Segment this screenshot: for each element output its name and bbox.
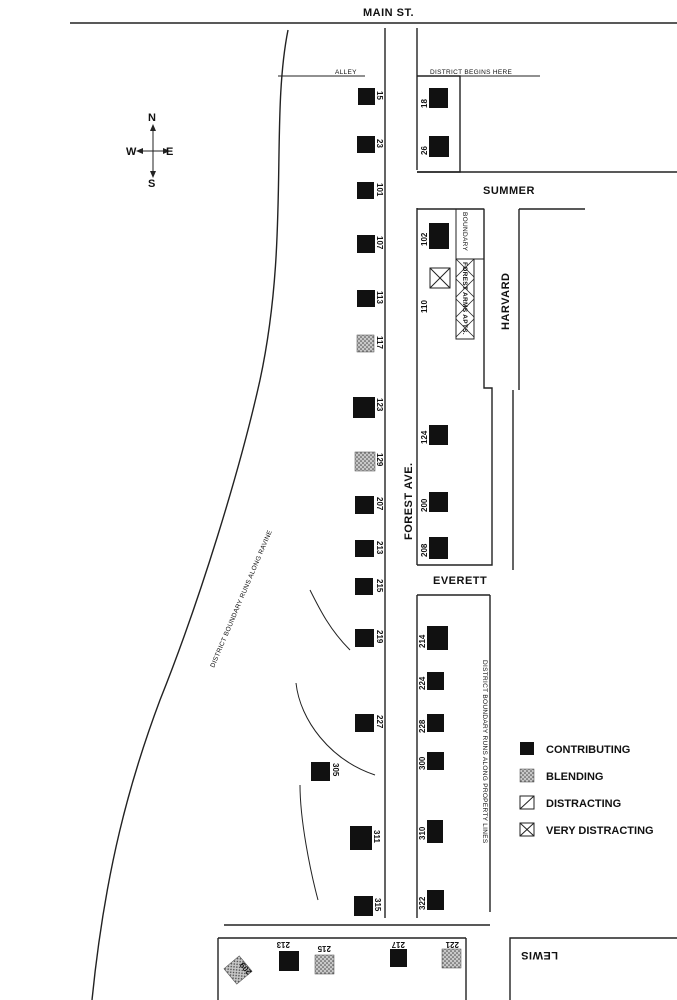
building-number: 26	[420, 146, 429, 155]
building-207	[355, 496, 374, 514]
building-number: 221	[445, 940, 459, 949]
summer-label: SUMMER	[483, 185, 535, 197]
ravine-curve-2	[295, 682, 376, 776]
building-number: 15	[375, 91, 384, 100]
building-124	[429, 425, 448, 445]
building-18	[429, 88, 448, 108]
building-219	[355, 629, 374, 647]
compass-w: W	[126, 146, 137, 158]
building-number: 215	[375, 579, 384, 593]
ravine-boundary	[91, 29, 289, 1000]
building-208	[429, 537, 448, 559]
legend: CONTRIBUTING BLENDING DISTRACTING VERY D…	[519, 742, 654, 837]
building-number: 23	[375, 139, 384, 148]
building-209	[223, 955, 253, 985]
building-number: 228	[418, 719, 427, 733]
legend-blending-swatch	[519, 768, 535, 783]
block-east-mid-outline	[417, 209, 493, 566]
building-213	[355, 540, 374, 557]
building-number: 110	[420, 300, 429, 313]
ravine-curve-1	[309, 589, 351, 651]
building-number: 224	[418, 676, 427, 690]
building-lewis-213	[279, 951, 299, 971]
building-311	[350, 826, 372, 850]
legend-distracting-label: DISTRACTING	[546, 798, 621, 810]
building-number: 208	[420, 543, 429, 557]
building-23	[357, 136, 375, 153]
building-227	[355, 714, 374, 732]
boundary-strip	[455, 208, 485, 260]
building-lewis-217	[390, 949, 407, 967]
building-228	[427, 714, 444, 732]
building-number: 217	[391, 940, 405, 949]
building-number: 18	[420, 99, 429, 108]
compass-s: S	[148, 178, 156, 190]
compass-e: E	[166, 146, 174, 158]
building-number: 129	[375, 453, 384, 467]
building-number: 200	[420, 498, 429, 512]
building-117	[356, 334, 375, 353]
building-26	[429, 136, 449, 157]
building-107	[357, 235, 375, 253]
building-number: 101	[375, 183, 384, 197]
building-315	[354, 896, 373, 916]
building-305	[311, 762, 330, 781]
harvard-label: HARVARD	[500, 273, 512, 331]
building-113	[357, 290, 375, 307]
ravine-label: DISTRICT BOUNDARY RUNS ALONG RAVINE	[209, 529, 274, 669]
building-number: 113	[375, 291, 384, 304]
building-number: 322	[418, 896, 427, 910]
legend-contributing-swatch	[520, 742, 534, 755]
building-300	[427, 752, 444, 770]
building-number: 123	[375, 398, 384, 412]
building-214	[427, 626, 448, 650]
building-number: 214	[418, 634, 427, 648]
building-101	[357, 182, 374, 199]
building-number: 213	[276, 940, 290, 949]
building-215	[355, 578, 373, 595]
building-number: 310	[418, 826, 427, 840]
boundary-label: BOUNDARY	[461, 212, 468, 251]
building-number: 117	[375, 336, 384, 349]
building-123	[353, 397, 375, 418]
everett-label: EVERETT	[433, 575, 487, 587]
building-number: 213	[375, 541, 384, 555]
building-number: 305	[331, 763, 340, 777]
building-number: 300	[418, 756, 427, 770]
building-102	[429, 223, 449, 249]
building-number: 219	[375, 630, 384, 644]
forest-ave-label: FOREST AVE.	[403, 462, 415, 540]
building-322	[427, 890, 444, 910]
building-129	[354, 451, 376, 472]
building-224	[427, 672, 444, 690]
lewis-label: LEWIS	[521, 949, 558, 961]
building-number: 315	[373, 898, 382, 912]
building-number: 207	[375, 497, 384, 511]
building-lewis-215	[314, 954, 335, 975]
building-number: 311	[372, 830, 381, 843]
main-street-label: MAIN ST.	[363, 7, 414, 19]
building-lewis-221	[441, 948, 462, 969]
property-lines-label: DISTRICT BOUNDARY RUNS ALONG PROPERTY LI…	[481, 660, 488, 844]
building-number: 107	[375, 236, 384, 250]
alley-label: ALLEY	[335, 69, 357, 76]
district-begins-label: DISTRICT BEGINS HERE	[430, 69, 512, 76]
building-15	[358, 88, 375, 105]
forest-arms-label: FOREST ARMS APTS.	[461, 262, 468, 335]
legend-very-distracting-label: VERY DISTRACTING	[546, 825, 654, 837]
compass-rose-icon	[136, 124, 170, 178]
legend-contributing-label: CONTRIBUTING	[546, 744, 630, 756]
legend-blending-label: BLENDING	[546, 771, 603, 783]
building-number: 215	[317, 944, 331, 953]
compass-n: N	[148, 112, 156, 124]
ravine-curve-3	[299, 784, 319, 901]
building-number: 124	[420, 430, 429, 444]
building-200	[429, 492, 448, 512]
building-110	[429, 267, 451, 289]
building-310	[427, 820, 443, 843]
building-number: 102	[420, 232, 429, 246]
building-number: 227	[375, 715, 384, 729]
lewis-east-block	[509, 937, 677, 1000]
